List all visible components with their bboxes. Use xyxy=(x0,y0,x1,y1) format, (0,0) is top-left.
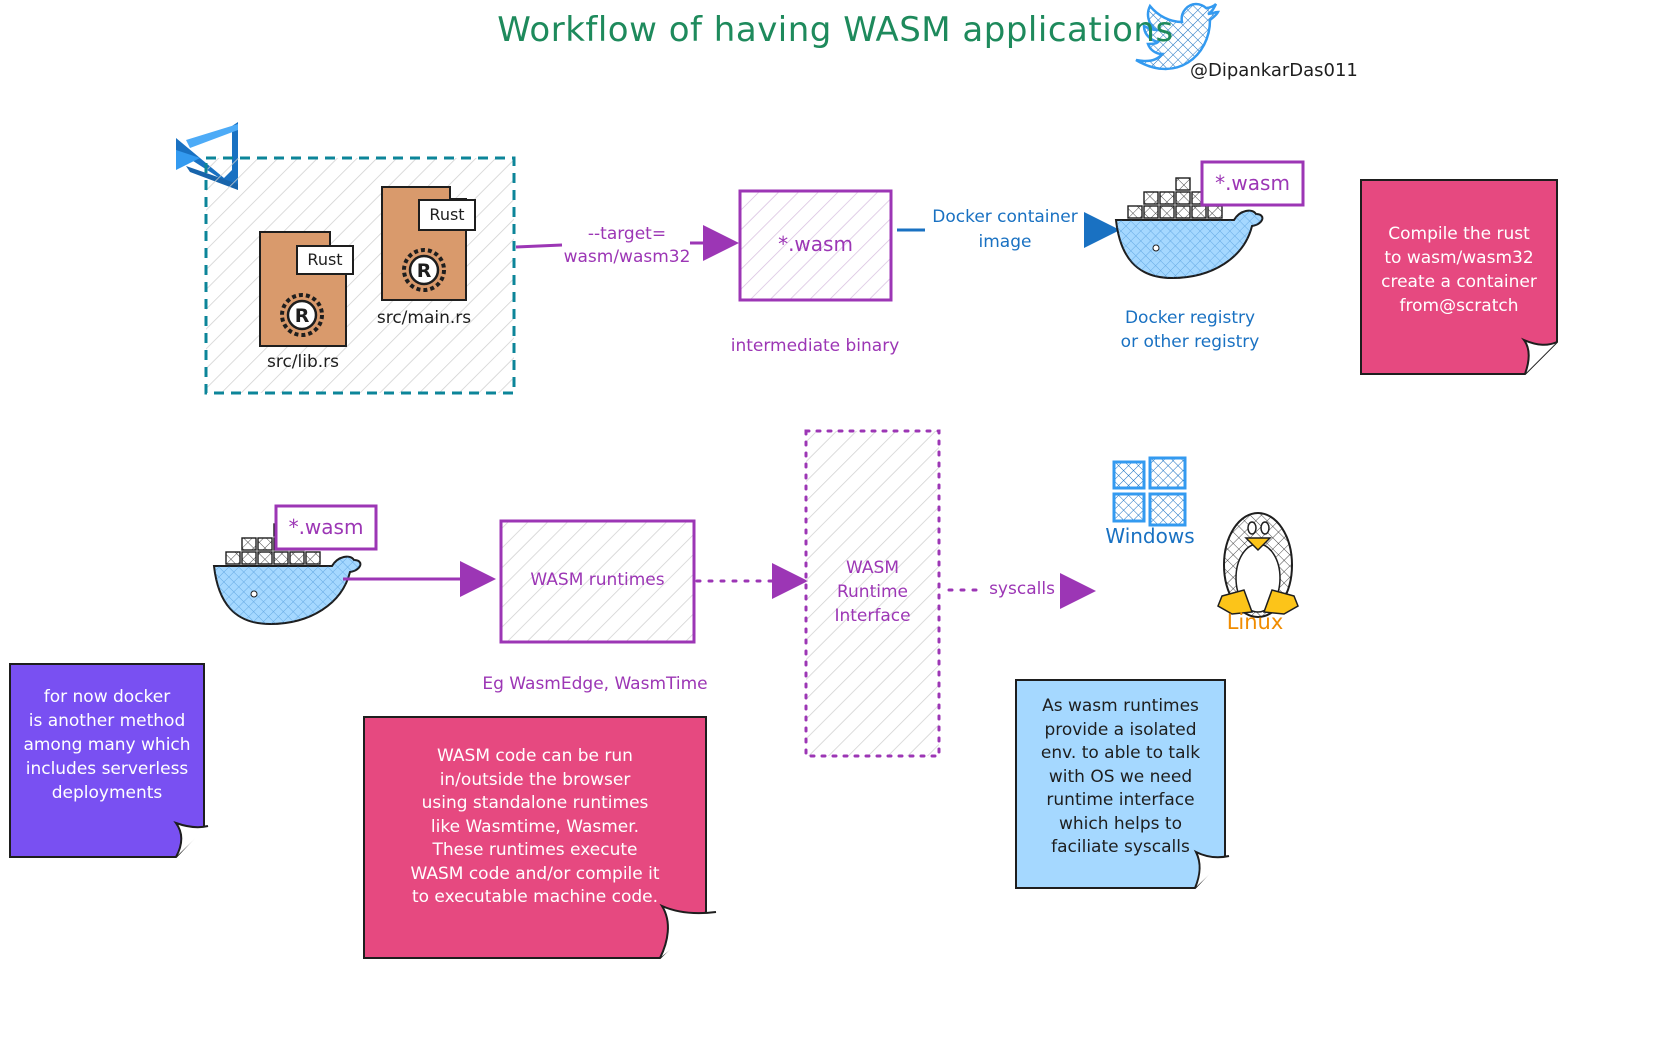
windows-label: Windows xyxy=(1105,524,1195,548)
wasm-runtimes-label: WASM runtimes xyxy=(530,570,665,590)
wasm-runtimes-caption: Eg WasmEdge, WasmTime xyxy=(482,674,708,694)
rust-file-main xyxy=(381,186,476,301)
rust-tag-lib: Rust xyxy=(307,250,343,269)
compile-arrow xyxy=(515,243,563,249)
wasi-label-1: WASM xyxy=(846,558,899,578)
docker-wasm-tag: *.wasm xyxy=(1215,171,1290,195)
wasm-binary-box xyxy=(738,189,893,302)
note-wasm-code-shape xyxy=(363,716,717,959)
wasm-runtimes-box xyxy=(499,519,696,644)
docker-image-label-2: image xyxy=(978,232,1032,252)
wasm-binary-label: *.wasm xyxy=(778,232,853,256)
syscalls-label: syscalls xyxy=(989,579,1055,599)
registry-label-2: or other registry xyxy=(1120,332,1260,352)
note-docker: for now docker is another method among m… xyxy=(23,687,191,803)
windows-icon xyxy=(1112,456,1187,527)
docker-wasm-tag-box xyxy=(1200,160,1305,207)
docker-image-label: Docker container xyxy=(932,207,1078,227)
registry-label: Docker registry xyxy=(1124,308,1256,328)
wasm-binary-caption: intermediate binary xyxy=(730,336,900,356)
note-wasm-code: WASM code can be run in/outside the brow… xyxy=(410,746,660,907)
note-compile-shape xyxy=(1360,179,1558,375)
note-interface-shape xyxy=(1015,679,1230,889)
wasi-label-3: Interface xyxy=(834,606,911,626)
compile-target-label: --target= xyxy=(587,224,667,244)
wasi-label-2: Runtime xyxy=(836,582,908,602)
note-compile: Compile the rust to wasm/wasm32 create a… xyxy=(1381,224,1537,316)
note-interface: As wasm runtimes provide a isolated env.… xyxy=(1040,696,1201,857)
linux-label: Linux xyxy=(1226,610,1284,634)
linux-tux-icon xyxy=(1217,512,1299,618)
note-docker-shape xyxy=(9,663,209,858)
file-label-lib: src/lib.rs xyxy=(266,352,340,372)
twitter-handle[interactable]: @DipankarDas011 xyxy=(1190,60,1358,81)
file-label-main: src/main.rs xyxy=(376,308,472,328)
diagram-title: Workflow of having WASM applications xyxy=(497,10,1174,50)
rust-file-lib xyxy=(259,231,354,347)
rust-tag-main: Rust xyxy=(429,205,465,224)
docker-wasm-tag-bottom: *.wasm xyxy=(288,515,364,539)
twitter-bird-icon xyxy=(1135,2,1221,71)
compile-target-label-2: wasm/wasm32 xyxy=(563,247,691,267)
docker-wasm-tag-box xyxy=(274,504,378,551)
wasi-box xyxy=(804,429,941,758)
